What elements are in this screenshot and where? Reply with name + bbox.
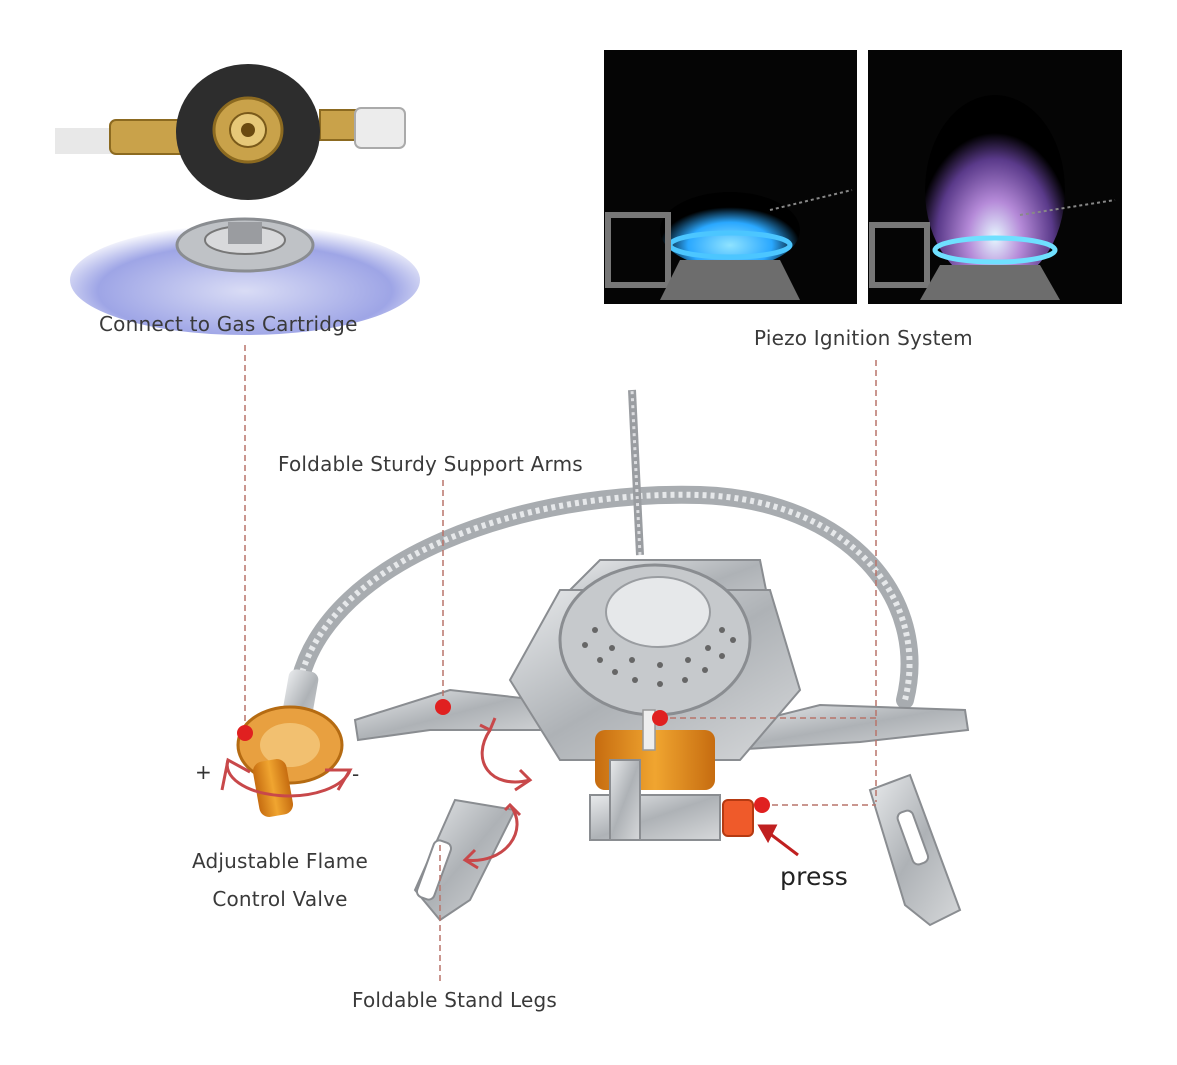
label-plus: + xyxy=(195,760,212,784)
marker-arms xyxy=(435,699,451,715)
label-stand-legs: Foldable Stand Legs xyxy=(352,988,557,1012)
label-press: press xyxy=(780,862,849,891)
label-support-arms: Foldable Sturdy Support Arms xyxy=(278,452,583,476)
label-connect-gas: Connect to Gas Cartridge xyxy=(99,312,358,336)
label-piezo: Piezo Ignition System xyxy=(754,326,973,350)
press-arrow-icon xyxy=(757,824,799,857)
flame-photo-high xyxy=(868,50,1122,304)
gas-connector-illustration xyxy=(55,64,420,335)
marker-press xyxy=(754,797,770,813)
markers xyxy=(237,699,770,813)
label-minus: - xyxy=(352,762,360,786)
marker-igniter xyxy=(652,710,668,726)
label-flame-valve-line1: Adjustable Flame xyxy=(192,849,368,873)
label-flame-valve-line2: Control Valve xyxy=(212,887,348,911)
rotation-arrows xyxy=(220,717,533,870)
flame-photo-low xyxy=(604,50,857,304)
label-flame-valve: Adjustable Flame Control Valve xyxy=(170,842,390,918)
leader-lines xyxy=(244,345,877,985)
stove-illustration xyxy=(236,389,970,927)
marker-valve xyxy=(237,725,253,741)
